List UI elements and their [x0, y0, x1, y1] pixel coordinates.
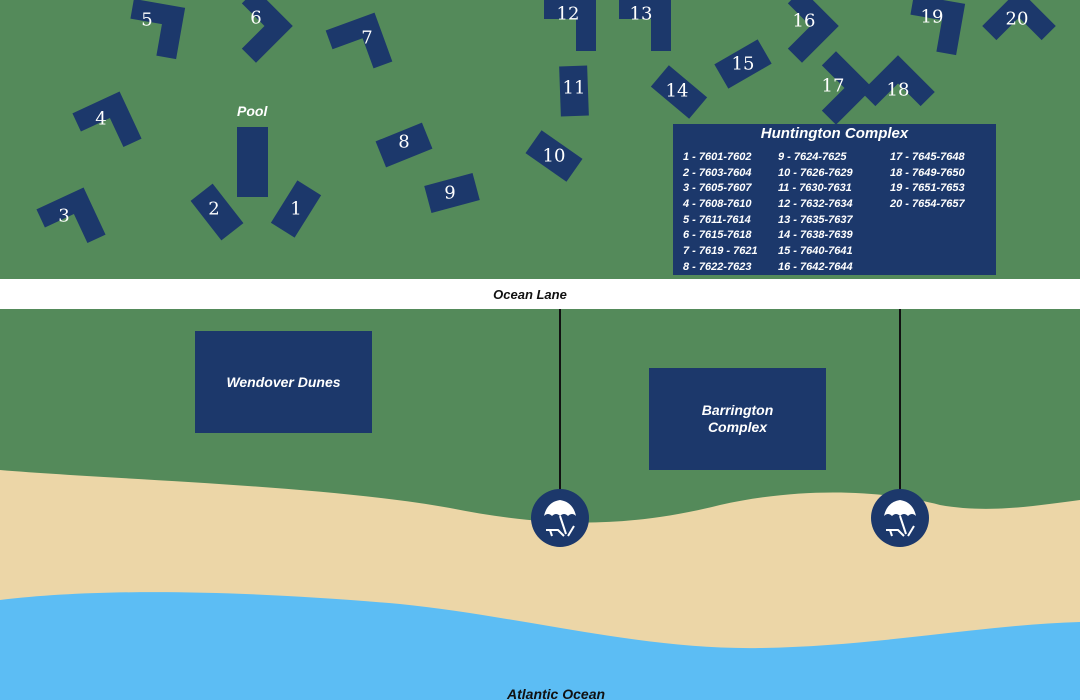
building-16[interactable]: 16 [765, 0, 839, 63]
building-20[interactable]: 20 [982, 0, 1056, 63]
legend-entry: 13 - 7635-7637 [778, 213, 853, 226]
legend-entry: 2 - 7603-7604 [683, 166, 752, 179]
building-number-label: 3 [58, 206, 69, 227]
beach-umbrella-icon[interactable] [871, 489, 929, 547]
wendover-dunes-building[interactable]: Wendover Dunes [195, 331, 372, 433]
huntington-complex-legend: Huntington Complex 1 - 7601-7602 2 - 760… [673, 124, 996, 275]
building-17[interactable]: 17 [799, 51, 873, 125]
building-number-label: 8 [398, 132, 409, 153]
legend-title: Huntington Complex [760, 125, 909, 142]
legend-entry: 12 - 7632-7634 [778, 198, 853, 211]
building-number-label: 2 [208, 199, 219, 220]
building-7[interactable]: 7 [325, 12, 393, 80]
barrington-label-line1: Barrington [701, 402, 774, 418]
building-18[interactable]: 18 [861, 55, 935, 129]
building-13[interactable]: 13 [619, 0, 671, 51]
beach-umbrella-icon[interactable] [531, 489, 589, 547]
pool-label: Pool [237, 103, 268, 119]
legend-entry: 11 - 7630-7631 [778, 182, 852, 195]
pool [237, 127, 268, 197]
legend-entry: 7 - 7619 - 7621 [683, 245, 758, 258]
building-number-label: 5 [141, 10, 152, 31]
building-number-label: 9 [444, 183, 455, 204]
building-9[interactable]: 9 [424, 173, 480, 213]
legend-entry: 1 - 7601-7602 [683, 151, 752, 163]
building-15[interactable]: 15 [714, 39, 772, 89]
legend-column-1: 1 - 7601-7602 2 - 7603-7604 3 - 7605-760… [683, 150, 758, 276]
legend-entry: 4 - 7608-7610 [683, 198, 752, 211]
wendover-dunes-label: Wendover Dunes [226, 373, 341, 390]
legend-entry: 20 - 7654-7657 [890, 198, 965, 211]
legend-entry: 8 - 7622-7623 [683, 260, 752, 273]
legend-entry: 10 - 7626-7629 [778, 166, 853, 179]
building-number-label: 13 [630, 4, 653, 25]
atlantic-ocean-label: Atlantic Ocean [507, 686, 606, 700]
legend-entry: 18 - 7649-7650 [890, 166, 965, 179]
building-number-label: 20 [1006, 9, 1029, 30]
legend-entry: 19 - 7651-7653 [890, 182, 965, 195]
ocean-lane-road [0, 279, 1080, 309]
barrington-label-line2: Complex [707, 419, 768, 435]
building-number-label: 12 [557, 4, 580, 25]
atlantic-ocean-water [0, 592, 1080, 700]
building-number-label: 10 [543, 146, 566, 167]
legend-entry: 16 - 7642-7644 [778, 260, 853, 273]
legend-column-2: 9 - 7624-7625 10 - 7626-7629 11 - 7630-7… [778, 150, 853, 276]
legend-entry: 6 - 7615-7618 [683, 229, 752, 242]
building-number-label: 1 [290, 199, 301, 220]
building-number-label: 4 [95, 109, 106, 130]
legend-entry: 17 - 7645-7648 [890, 151, 965, 163]
building-2[interactable]: 2 [190, 183, 244, 241]
building-6[interactable]: 6 [219, 0, 293, 63]
building-number-label: 11 [563, 78, 586, 99]
building-number-label: 18 [887, 80, 910, 101]
building-number-label: 19 [921, 7, 944, 28]
ocean-lane-label: Ocean Lane [493, 287, 567, 302]
legend-entry: 15 - 7640-7641 [778, 245, 853, 258]
building-number-label: 14 [666, 81, 689, 102]
legend-entry: 5 - 7611-7614 [683, 213, 751, 226]
building-3[interactable]: 3 [36, 187, 106, 256]
building-12[interactable]: 12 [544, 0, 596, 51]
building-5[interactable]: 5 [125, 0, 186, 60]
building-4[interactable]: 4 [72, 91, 142, 160]
building-number-label: 16 [793, 11, 816, 32]
barrington-complex-building[interactable]: Barrington Complex [649, 368, 826, 470]
building-8[interactable]: 8 [375, 122, 433, 168]
building-number-label: 7 [361, 28, 372, 49]
legend-entry: 9 - 7624-7625 [778, 151, 847, 163]
legend-entry: 14 - 7638-7639 [778, 229, 853, 242]
building-number-label: 17 [822, 76, 845, 97]
legend-entry: 3 - 7605-7607 [683, 182, 752, 195]
building-19[interactable]: 19 [905, 0, 966, 56]
building-1[interactable]: 1 [270, 180, 322, 238]
building-11[interactable]: 11 [559, 65, 589, 117]
building-10[interactable]: 10 [525, 130, 583, 182]
building-number-label: 6 [250, 8, 261, 29]
building-14[interactable]: 14 [650, 65, 708, 119]
legend-column-3: 17 - 7645-7648 18 - 7649-7650 19 - 7651-… [890, 150, 965, 213]
building-number-label: 15 [732, 54, 755, 75]
